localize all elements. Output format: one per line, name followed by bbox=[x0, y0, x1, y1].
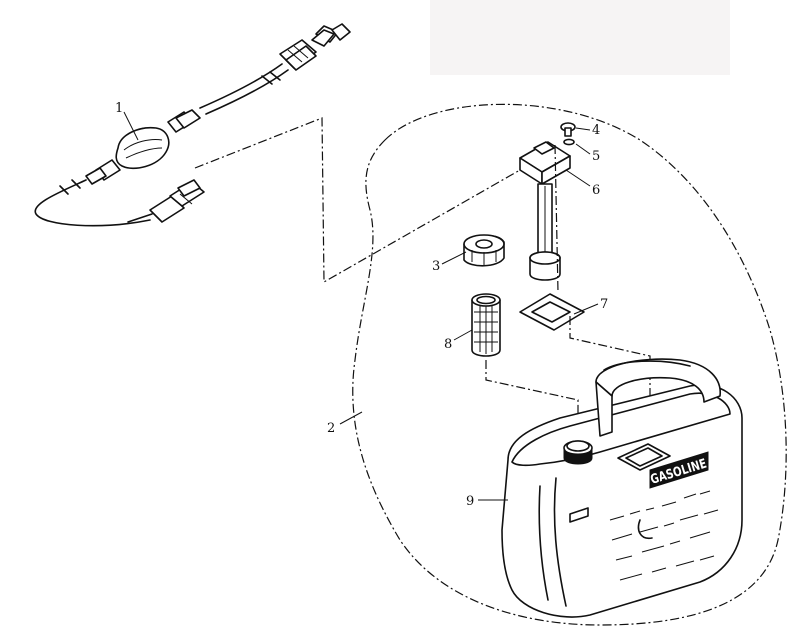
tank-connector bbox=[149, 179, 205, 223]
callout-8: 8 bbox=[444, 337, 452, 352]
tank-pickup-port bbox=[617, 443, 671, 471]
washer bbox=[563, 138, 575, 146]
gasket bbox=[519, 293, 585, 331]
screw bbox=[560, 122, 576, 137]
pickup-to-tank-leader bbox=[554, 144, 559, 293]
callout-7: 7 bbox=[600, 297, 608, 312]
callout-5: 5 bbox=[592, 149, 600, 164]
callout-9: 9 bbox=[466, 494, 474, 509]
primer-bulb bbox=[115, 126, 170, 170]
float-grommet bbox=[463, 234, 505, 267]
callout-3: 3 bbox=[432, 259, 440, 274]
callout-labels: 1 2 3 4 5 6 7 8 9 bbox=[115, 101, 608, 509]
fuel-pickup-unit bbox=[519, 141, 571, 281]
filter-screen bbox=[471, 293, 501, 357]
callout-leaders bbox=[123, 111, 599, 501]
engine-connector bbox=[279, 23, 351, 71]
fuel-tank: GASOLINE bbox=[501, 358, 743, 618]
watermark-block bbox=[430, 0, 730, 75]
hose-to-pickup-leader bbox=[194, 117, 521, 284]
tank-assembly-outline bbox=[352, 103, 787, 626]
callout-1: 1 bbox=[115, 101, 123, 116]
callout-6: 6 bbox=[592, 183, 600, 198]
tank-cap bbox=[563, 440, 593, 465]
callout-4: 4 bbox=[592, 123, 600, 138]
callout-2: 2 bbox=[327, 421, 335, 436]
fuel-hose-assembly bbox=[34, 23, 351, 227]
